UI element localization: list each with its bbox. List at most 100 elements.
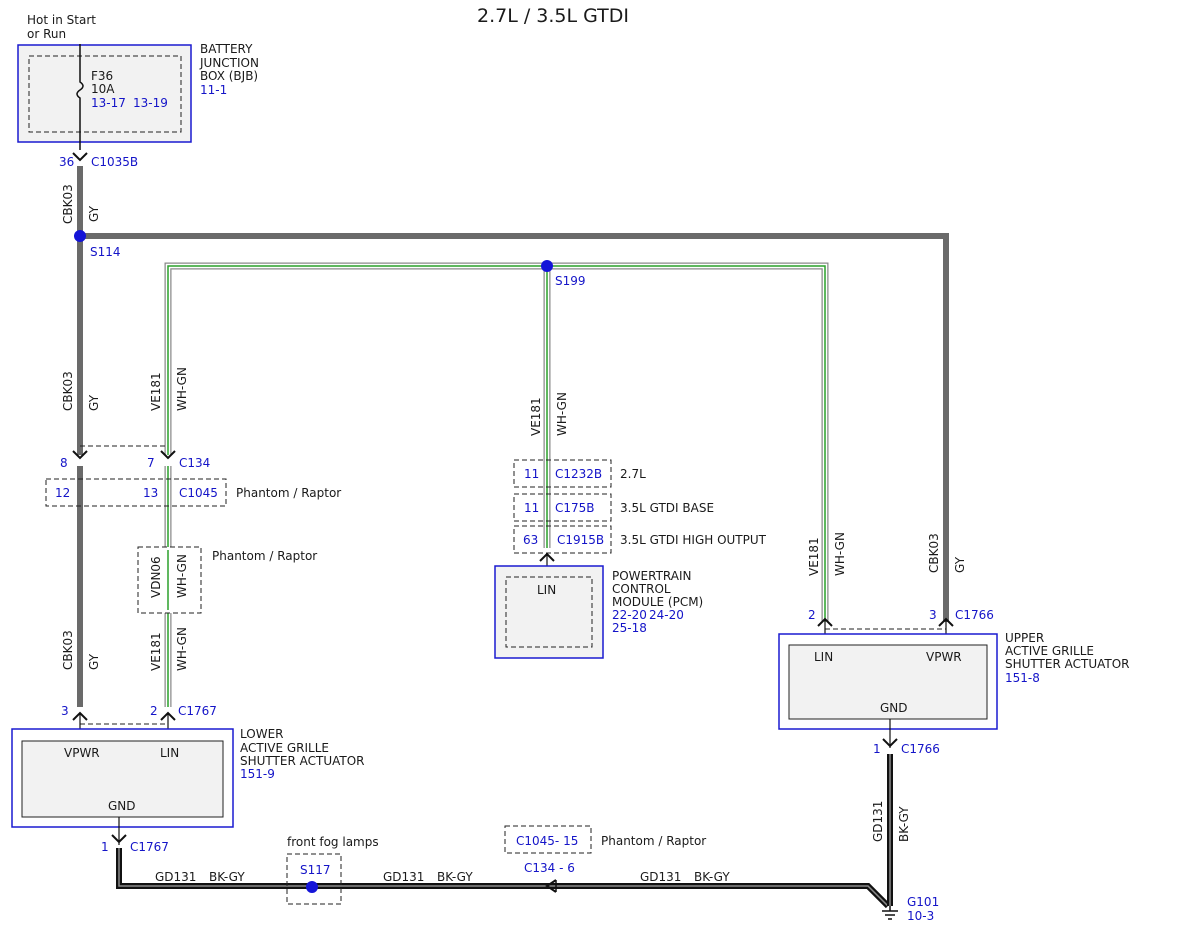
diagram-title: 2.7L / 3.5L GTDI [477,5,629,27]
s199-splice [541,260,553,272]
c1045-pin-b: 13 [143,486,158,500]
s117-label: S117 [300,863,331,877]
c1767-name: C1767 [178,704,217,718]
c175b-pin: 11 [524,501,539,515]
ve181-label-1: VE181 [149,372,163,411]
gy-label-1: GY [87,205,101,222]
c1232b-box [513,459,612,488]
gd131-label-2: GD131 [383,870,424,884]
upper-actuator-inner [788,644,988,720]
bjb-box [17,44,192,143]
s199-label: S199 [555,274,586,288]
pcm-lin: LIN [537,583,556,597]
c1766-gnd-name: C1766 [901,742,940,756]
vdn06-label: VDN06 [149,556,163,598]
c1767-pin-a: 3 [61,704,69,718]
g101-ground-icon [882,906,898,920]
upper-label-1: UPPER [1005,631,1044,645]
lower-vpwr: VPWR [64,746,100,760]
cbk03-wires [77,166,949,707]
c1035b-arrow-icon [72,152,88,161]
c134-pin-b: 7 [147,456,155,470]
vdn06-box [137,546,202,614]
gd131-label-3: GD131 [640,870,681,884]
ve181-label-4: VE181 [149,632,163,671]
cbk03-label-4: CBK03 [927,533,941,573]
vdn06-color: WH-GN [175,554,189,598]
lower-ref: 151-9 [240,767,275,781]
c1766-pin-a: 2 [808,608,816,622]
upper-label-3: SHUTTER ACTUATOR [1005,657,1130,671]
c1232b-variant: 2.7L [620,467,646,481]
c1915b-name: C1915B [557,533,604,547]
gd131-label-1: GD131 [155,870,196,884]
bjb-label-2: JUNCTION [199,56,259,70]
c175b-name: C175B [555,501,595,515]
pcm-label-3: MODULE (PCM) [612,595,703,609]
bjb-ref: 11-1 [200,83,227,97]
bkgy-label-1: BK-GY [209,870,245,884]
vdn06-variant: Phantom / Raptor [212,549,317,563]
c1767-gnd-name: C1767 [130,840,169,854]
c134-name: C134 [179,456,210,470]
bkgy-label-4: BK-GY [897,806,911,842]
pcm-ref-1: 22-20 [612,608,647,622]
lower-label-1: LOWER [240,727,284,741]
c1766-name: C1766 [955,608,994,622]
lower-label-3: SHUTTER ACTUATOR [240,754,365,768]
gy-label-3: GY [87,653,101,670]
c1035b-pin: 36 [59,155,74,169]
upper-gnd: GND [880,701,908,715]
bjb-label-1: BATTERY [200,42,253,56]
s114-splice [74,230,86,242]
pcm-label-2: CONTROL [612,582,671,596]
bkgy-label-2: BK-GY [437,870,473,884]
cbk03-label-3: CBK03 [61,630,75,670]
fuse-f36-symbol [76,44,84,150]
fuse-pin-a: 13-17 [91,96,126,110]
c1232b-name: C1232B [555,467,602,481]
pcm-label-1: POWERTRAIN [612,569,692,583]
gy-label-2: GY [87,394,101,411]
lower-actuator-inner [21,740,224,818]
c1766-gnd-pin: 1 [873,742,881,756]
upper-ref: 151-8 [1005,671,1040,685]
c134-6-arrow-icon [545,879,557,893]
pcm-ref-2: 24-20 [649,608,684,622]
gd131-label-4: GD131 [871,801,885,842]
ve181-label-2: VE181 [529,397,543,436]
c1767-gnd-pin: 1 [101,840,109,854]
upper-lin: LIN [814,650,833,664]
c1767-pin-b: 2 [150,704,158,718]
cbk03-label-2: CBK03 [61,371,75,411]
c1045-15-label: C1045- 15 [516,834,578,848]
s114-label: S114 [90,245,121,259]
whgn-label-4: WH-GN [175,627,189,671]
c1045-pin-a: 12 [55,486,70,500]
whgn-label-1: WH-GN [175,367,189,411]
pcm-box [494,565,604,659]
c175b-variant: 3.5L GTDI BASE [620,501,714,515]
fuse-amps: 10A [91,82,115,96]
c1045-15-box [504,825,592,854]
s117-splice [306,881,318,893]
power-source-line1: Hot in Start [27,13,96,27]
whgn-label-2: WH-GN [555,392,569,436]
gd131-wires [116,754,893,909]
c1045-variant: Phantom / Raptor [236,486,341,500]
c1035b-name: C1035B [91,155,138,169]
lower-lin: LIN [160,746,179,760]
whgn-label-3: WH-GN [833,532,847,576]
lower-gnd: GND [108,799,136,813]
c175b-box [513,493,612,522]
fuse-pin-b: 13-19 [133,96,168,110]
g101-name: G101 [907,895,939,909]
c1915b-pin: 63 [523,533,538,547]
fuse-name: F36 [91,69,113,83]
c1232b-pin: 11 [524,467,539,481]
ve181-label-3: VE181 [807,537,821,576]
bjb-inner-box [28,55,182,133]
c1915b-box [513,525,612,554]
g101-ref: 10-3 [907,909,934,923]
